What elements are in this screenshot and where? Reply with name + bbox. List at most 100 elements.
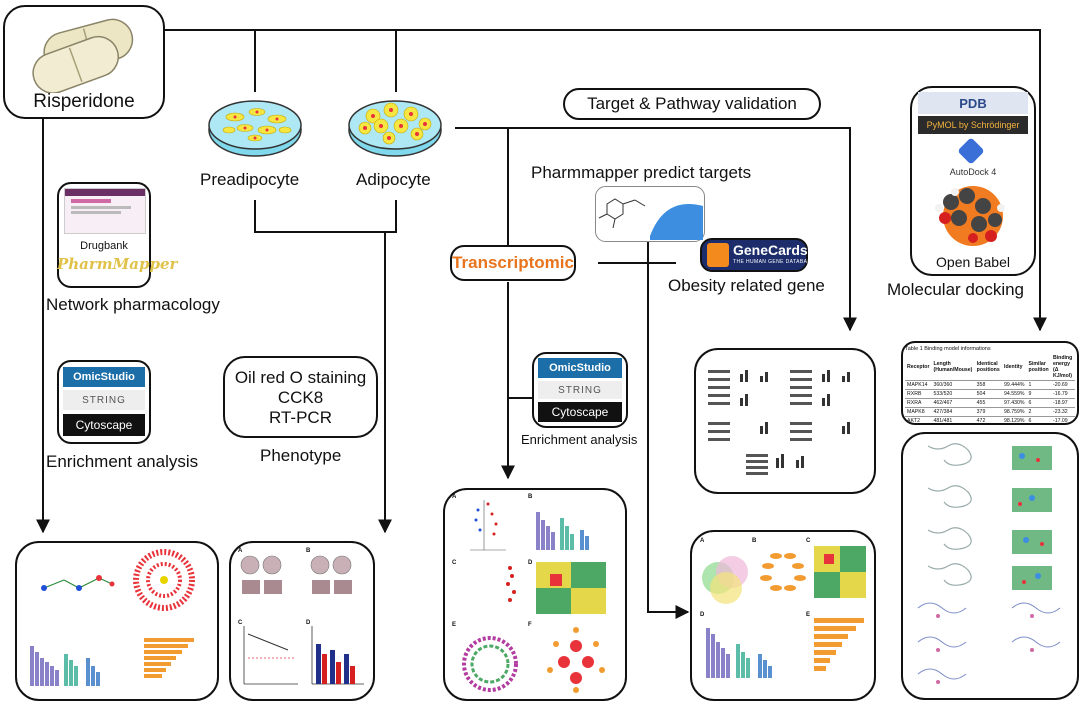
transcriptomic-results-figure <box>462 500 606 693</box>
pymol-logo: PyMOL by Schrödinger <box>918 116 1028 134</box>
binding-table-cell: RXRA <box>905 398 932 408</box>
genecards-icon <box>707 243 729 267</box>
binding-table-title: Table 1 Binding model informations <box>905 346 991 352</box>
adipocyte-dish-icon <box>348 100 442 157</box>
validation-results-figure <box>708 370 850 475</box>
adipocyte-label: Adipocyte <box>356 170 431 189</box>
autodock-logo: AutoDock 4 <box>949 167 997 177</box>
pdb-logo: PDB <box>918 92 1028 114</box>
phenotype-tag-a: A <box>238 548 243 554</box>
binding-table-cell: RXRB <box>905 389 932 399</box>
integration-tag-a: A <box>700 538 705 544</box>
binding-table-cell: 6 <box>1026 398 1051 408</box>
binding-table-cell: -20.69 <box>1050 380 1075 390</box>
enrichment-left-label: Enrichment analysis <box>46 452 199 471</box>
binding-table-cell: 455 <box>974 398 1003 408</box>
binding-table-header: Similar position <box>1026 354 1051 381</box>
transcriptomic-tag-c: C <box>452 560 457 566</box>
phenotype-tag-d: D <box>306 620 311 626</box>
binding-table-cell: 427/384 <box>931 407 975 417</box>
cytoscape-mid-logo: Cytoscape <box>538 402 622 422</box>
string-logo: STRING <box>63 390 145 410</box>
binding-table-cell: 462/467 <box>931 398 975 408</box>
binding-table-header: Receptor <box>905 354 932 381</box>
binding-table-cell: 481/481 <box>931 416 975 422</box>
binding-table-cell: 9 <box>1026 389 1051 399</box>
binding-table-cell: 6 <box>1026 416 1051 422</box>
transcriptomic-tag-b: B <box>528 494 533 500</box>
integration-tag-d: D <box>700 612 705 618</box>
binding-table-cell: 472 <box>974 416 1003 422</box>
binding-table-cell: 360/360 <box>931 380 975 390</box>
binding-table-cell: -23.32 <box>1050 407 1075 417</box>
integration-results-figure <box>702 546 866 678</box>
risperidone-label: Risperidone <box>33 91 135 112</box>
binding-table-header: Length (Human/Mouse) <box>931 354 975 381</box>
phenotype-tag-c: C <box>238 620 243 626</box>
genecards-sub: THE HUMAN GENE DATABASE <box>733 259 815 265</box>
binding-table-cell: AKT2 <box>905 416 932 422</box>
assay-oil-red: Oil red O staining <box>234 368 367 387</box>
binding-table-cell: -16.79 <box>1050 389 1075 399</box>
binding-table-cell: 97.430% <box>1002 398 1027 408</box>
binding-table-cell: MAPK8 <box>905 407 932 417</box>
drugbank-label: Drugbank <box>80 240 128 252</box>
binding-table-cell: -18.97 <box>1050 398 1075 408</box>
genecards-logo: GeneCards <box>733 242 808 258</box>
phenotype-assays-box <box>223 356 378 438</box>
phenotype-label: Phenotype <box>260 446 342 465</box>
binding-table-header: Identical positions <box>974 354 1003 381</box>
pharmmapper-logo: PharmMapper <box>57 255 178 273</box>
binding-table-cell: 99.444% <box>1002 380 1027 390</box>
pharmmapper-label: Pharmmapper predict targets <box>531 163 752 182</box>
binding-table-header: Binding energy (Δ KJ/mol) <box>1050 354 1075 381</box>
binding-table-cell: 94.559% <box>1002 389 1027 399</box>
transcriptomic-box <box>450 245 576 281</box>
preadipocyte-label: Preadipocyte <box>200 170 300 189</box>
omicstudio-mid-logo: OmicStudio <box>538 358 622 378</box>
binding-table-cell: 98.129% <box>1002 416 1027 422</box>
binding-table-cell: 379 <box>974 407 1003 417</box>
binding-table-cell: 358 <box>974 380 1003 390</box>
docking-poses-figure <box>917 443 1061 684</box>
binding-table-cell: 1 <box>1026 380 1051 390</box>
openbabel-label: Open Babel <box>936 254 1010 270</box>
binding-table-cell: 2 <box>1026 407 1051 417</box>
risperidone-box: Risperidone <box>3 5 165 119</box>
drugbank-screenshot <box>64 188 146 234</box>
transcriptomic-tag-e: E <box>452 622 457 628</box>
enrichment-mid-label: Enrichment analysis <box>521 432 638 447</box>
network-results-figure <box>30 549 195 686</box>
transcriptomic-label: Transcriptomic <box>452 253 574 272</box>
target-validation-label: Target & Pathway validation <box>587 94 797 113</box>
binding-table-cell: MAPK14 <box>905 380 932 390</box>
pharmmapper-molecule-icon <box>595 186 705 242</box>
integration-tag-e: E <box>806 612 811 618</box>
molecule-3d-icon <box>935 186 1005 246</box>
binding-table-cell: 533/520 <box>931 389 975 399</box>
integration-tag-c: C <box>806 538 811 544</box>
transcriptomic-tag-a: A <box>452 494 457 500</box>
binding-table-cell: -17.09 <box>1050 416 1075 422</box>
integration-tag-b: B <box>752 538 757 544</box>
string-mid-logo: STRING <box>538 381 622 399</box>
network-pharmacology-label: Network pharmacology <box>46 295 220 314</box>
transcriptomic-tag-f: F <box>528 622 532 628</box>
phenotype-tag-b: B <box>306 548 311 554</box>
obesity-gene-label: Obesity related gene <box>668 276 825 295</box>
cytoscape-logo: Cytoscape <box>63 414 145 436</box>
binding-table-cell: 504 <box>974 389 1003 399</box>
phenotype-results-figure <box>240 555 364 685</box>
binding-table-cell: 98.759% <box>1002 407 1027 417</box>
assay-cck8: CCK8 <box>277 388 324 407</box>
docking-label: Molecular docking <box>887 280 1025 299</box>
pill-icon <box>32 18 134 93</box>
binding-table: Table 1 Binding model informations Recep… <box>905 346 1075 422</box>
target-validation-box <box>563 88 821 120</box>
